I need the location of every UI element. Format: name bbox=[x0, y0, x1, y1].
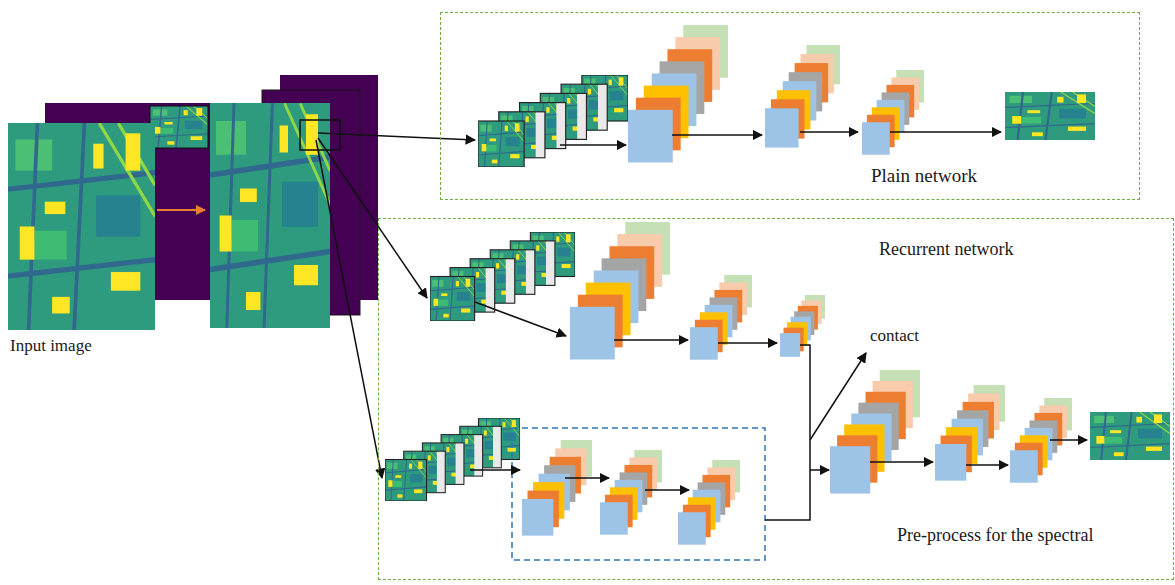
arrow bbox=[318, 133, 475, 140]
feature-stack bbox=[600, 450, 662, 535]
orange-arrow bbox=[157, 209, 205, 211]
text-slot: Plain network bbox=[871, 165, 977, 188]
feature-stack bbox=[862, 70, 924, 155]
caption-label: Input image bbox=[10, 336, 92, 356]
arrow bbox=[475, 302, 566, 336]
feature-stack bbox=[522, 440, 592, 536]
text-slot: Recurrent network bbox=[879, 239, 1013, 261]
arrow bbox=[560, 144, 626, 146]
network-region-box: Recurrent networkPre-process for the spe… bbox=[378, 218, 1174, 580]
patch-stack bbox=[385, 418, 520, 501]
preprocess-frame bbox=[512, 428, 765, 560]
feature-stack bbox=[830, 370, 920, 494]
patch-stack bbox=[478, 75, 628, 167]
image-band bbox=[8, 123, 155, 330]
arrow bbox=[870, 461, 933, 463]
feature-stack bbox=[690, 275, 752, 360]
image-corner bbox=[150, 106, 208, 148]
network-title: Pre-process for the spectral bbox=[897, 525, 1093, 547]
network-region-box: Plain network bbox=[440, 12, 1140, 200]
arrow bbox=[672, 134, 762, 136]
patch-frame bbox=[150, 106, 208, 148]
merge-line bbox=[765, 345, 810, 520]
arrow bbox=[645, 489, 689, 491]
feature-stack bbox=[935, 385, 1005, 481]
arrow bbox=[316, 140, 382, 478]
arrow bbox=[966, 464, 1008, 466]
arrow bbox=[565, 477, 609, 479]
arrow bbox=[890, 131, 1001, 133]
network-title: Recurrent network bbox=[879, 239, 1013, 261]
arrow bbox=[718, 342, 777, 344]
patch-frame bbox=[300, 120, 340, 150]
output-map bbox=[1005, 92, 1095, 140]
arrow bbox=[810, 469, 829, 471]
feature-stack bbox=[780, 295, 825, 357]
arrow bbox=[800, 131, 858, 133]
label-slot: contact bbox=[870, 326, 919, 346]
arrow bbox=[614, 339, 688, 341]
text-slot: Pre-process for the spectral bbox=[897, 525, 1093, 547]
feature-stack bbox=[570, 222, 670, 359]
arrow bbox=[470, 469, 520, 471]
feature-stack bbox=[678, 460, 740, 545]
caption-label: contact bbox=[870, 326, 919, 346]
band-stack bbox=[210, 75, 378, 328]
output-map bbox=[1090, 412, 1170, 460]
feature-stack bbox=[628, 25, 728, 162]
network-title: Plain network bbox=[871, 165, 977, 188]
patch-stack bbox=[430, 232, 575, 321]
label-slot: Input image bbox=[10, 336, 92, 356]
arrow bbox=[1050, 439, 1087, 441]
input-image-stack bbox=[8, 103, 212, 330]
image-band bbox=[210, 103, 330, 328]
